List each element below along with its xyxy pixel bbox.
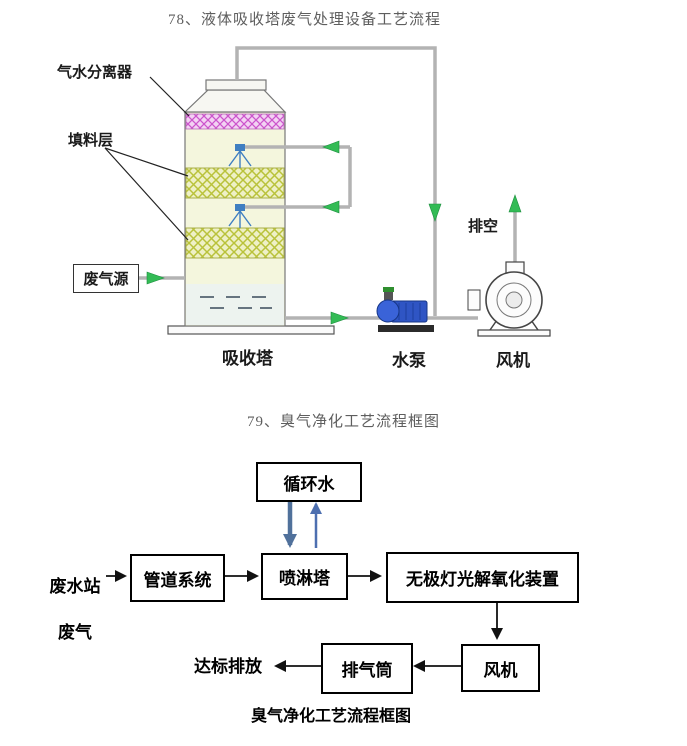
- label-absorption-tower: 吸收塔: [222, 349, 273, 368]
- node-pipeline-system-label: 管道系统: [143, 570, 212, 590]
- waste-gas-source-box: 废气源: [73, 264, 139, 293]
- waste-gas-source-label: 废气源: [83, 272, 129, 288]
- node-exhaust-stack: 排气筒: [321, 643, 413, 694]
- label-discharge: 达标排放: [194, 657, 262, 676]
- flowchart-arrows: [106, 570, 503, 672]
- node-source: 废水站 废气: [42, 553, 108, 668]
- fan-figure: [467, 261, 551, 337]
- node-spray-tower: 喷淋塔: [261, 553, 348, 600]
- flow-arrows: [146, 140, 522, 325]
- tower-top-cone: [183, 89, 287, 113]
- label-vent: 排空: [468, 219, 499, 235]
- label-fan: 风机: [496, 351, 530, 370]
- node-pipeline-system: 管道系统: [130, 554, 225, 602]
- flow-arrow-inlet: [146, 271, 165, 285]
- node-spray-tower-label: 喷淋塔: [279, 569, 330, 588]
- section79-caption: 臭气净化工艺流程框图: [250, 708, 411, 725]
- label-gas-water-separator: 气水分离器: [57, 65, 133, 81]
- spray-nozzles: [228, 144, 252, 228]
- node-source-line1: 废水站: [49, 576, 101, 596]
- flow-arrow-downcomer: [428, 203, 442, 222]
- flow-arrow-spray-lower: [322, 200, 340, 214]
- water-level-marks: [200, 296, 272, 309]
- flow-arrow-spray-upper: [322, 140, 340, 154]
- label-packing-layer: 填料层: [68, 133, 114, 149]
- flow-arrow-vent: [508, 194, 522, 213]
- node-photolysis-unit: 无极灯光解氧化装置: [386, 552, 579, 603]
- tower-top-cap: [205, 79, 267, 91]
- tower-base: [167, 325, 335, 335]
- tower-sump: [186, 284, 284, 325]
- node-circulating-water-label: 循环水: [283, 474, 335, 494]
- leader-lines: [104, 76, 190, 241]
- node-photolysis-unit-label: 无极灯光解氧化装置: [406, 570, 559, 589]
- water-pump-figure: [376, 287, 434, 332]
- node-fan: 风机: [461, 644, 540, 692]
- node-exhaust-stack-label: 排气筒: [341, 661, 393, 680]
- node-fan-label: 风机: [483, 660, 518, 680]
- section78-title: 78、液体吸收塔废气处理设备工艺流程: [167, 12, 441, 28]
- section79-title: 79、臭气净化工艺流程框图: [246, 414, 440, 430]
- gas-recirculation-pipe: [235, 46, 437, 316]
- flow-arrow-bottom: [330, 311, 349, 325]
- label-water-pump: 水泵: [392, 351, 426, 370]
- node-source-line2: 废气: [58, 622, 92, 642]
- node-circulating-water: 循环水: [256, 462, 362, 502]
